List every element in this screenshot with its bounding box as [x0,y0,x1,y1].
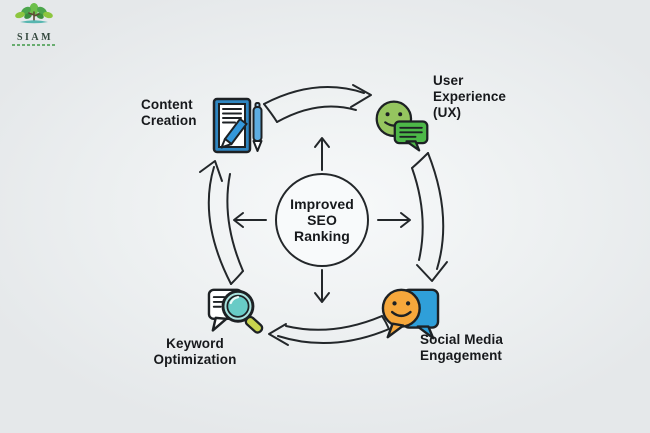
magnifier-speech-bubble-icon [207,288,264,334]
arrow-ux-to-social [411,152,448,282]
label-line: Creation [141,113,197,128]
arrow-hub-left [233,212,267,228]
hub-circle [275,173,369,267]
arrow-hub-up [314,137,330,171]
content-creation-label: Content Creation [141,97,197,129]
logo-tree-icon [15,3,53,24]
arrow-hub-right [377,212,411,228]
label-line: Optimization [153,352,237,367]
label-line: Social Media [420,332,503,347]
hub-label-line: Improved [290,196,354,212]
logo-tagline [12,44,56,46]
keyword-optimization-label: Keyword Optimization [150,336,240,368]
arrow-hub-down [314,269,330,303]
hub-label-line: SEO [307,212,337,228]
arrow-keyword-to-content [199,160,244,285]
label-line: User [433,73,464,88]
smiley-speech-bubbles-icon [381,288,440,340]
social-media-node [379,285,441,348]
social-media-label: Social Media Engagement [420,332,503,364]
label-line: Experience [433,89,507,104]
user-experience-label: User Experience (UX) [433,73,506,121]
label-line: Content [141,97,193,112]
logo: SIAM [8,2,60,46]
label-line: (UX) [433,105,462,120]
logo-name: SIAM [16,32,54,43]
document-pen-icon [212,97,263,154]
hub-label: Improved SEO Ranking [276,196,368,244]
arrow-content-to-ux [263,84,372,123]
user-experience-node [374,97,430,160]
smiley-chat-bubble-icon [375,100,429,152]
keyword-optimization-node [205,285,269,348]
hub-label-line: Ranking [294,228,350,244]
label-line: Keyword [166,336,224,351]
arrow-social-to-keyword [268,315,390,346]
orange-smiley-bubble [381,288,421,339]
label-line: Engagement [420,348,503,363]
content-creation-node [207,95,267,164]
